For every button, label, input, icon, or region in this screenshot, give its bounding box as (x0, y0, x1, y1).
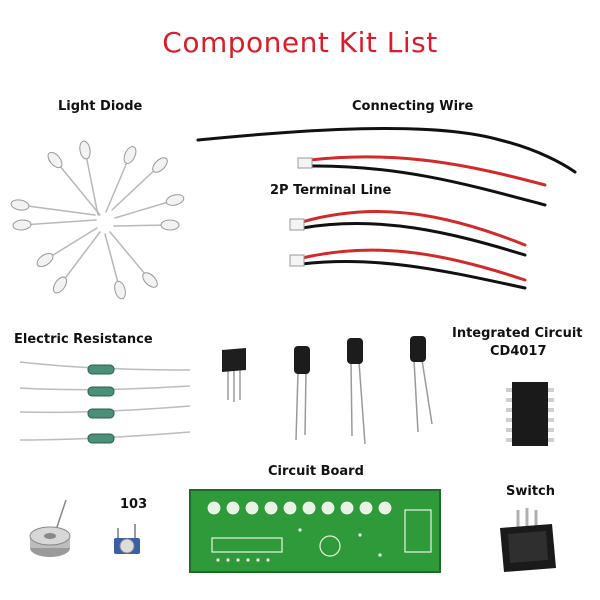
label-terminal-line: 2P Terminal Line (270, 183, 392, 198)
connecting-wire-image (196, 126, 577, 207)
label-integrated-circuit: Integrated Circuit (452, 326, 583, 341)
transistor-image (222, 348, 246, 402)
label-potentiometer-code: 103 (120, 497, 148, 512)
circuit-board-image (189, 489, 441, 573)
label-ic-model: CD4017 (490, 344, 547, 359)
led-cluster-image (10, 140, 185, 300)
label-switch: Switch (506, 484, 556, 499)
switch-image (500, 508, 556, 572)
label-circuit-board: Circuit Board (268, 464, 364, 479)
label-electric-resistance: Electric Resistance (14, 332, 153, 347)
terminal-line-image (289, 210, 527, 290)
label-connecting-wire: Connecting Wire (352, 99, 474, 114)
label-light-diode: Light Diode (58, 99, 143, 114)
potentiometer-image (114, 524, 140, 554)
ic-chip-image (506, 382, 554, 446)
capacitors-image (294, 336, 433, 445)
resistors-image (19, 361, 191, 444)
buzzer-image (29, 499, 71, 557)
page-title: Component Kit List (162, 26, 438, 59)
